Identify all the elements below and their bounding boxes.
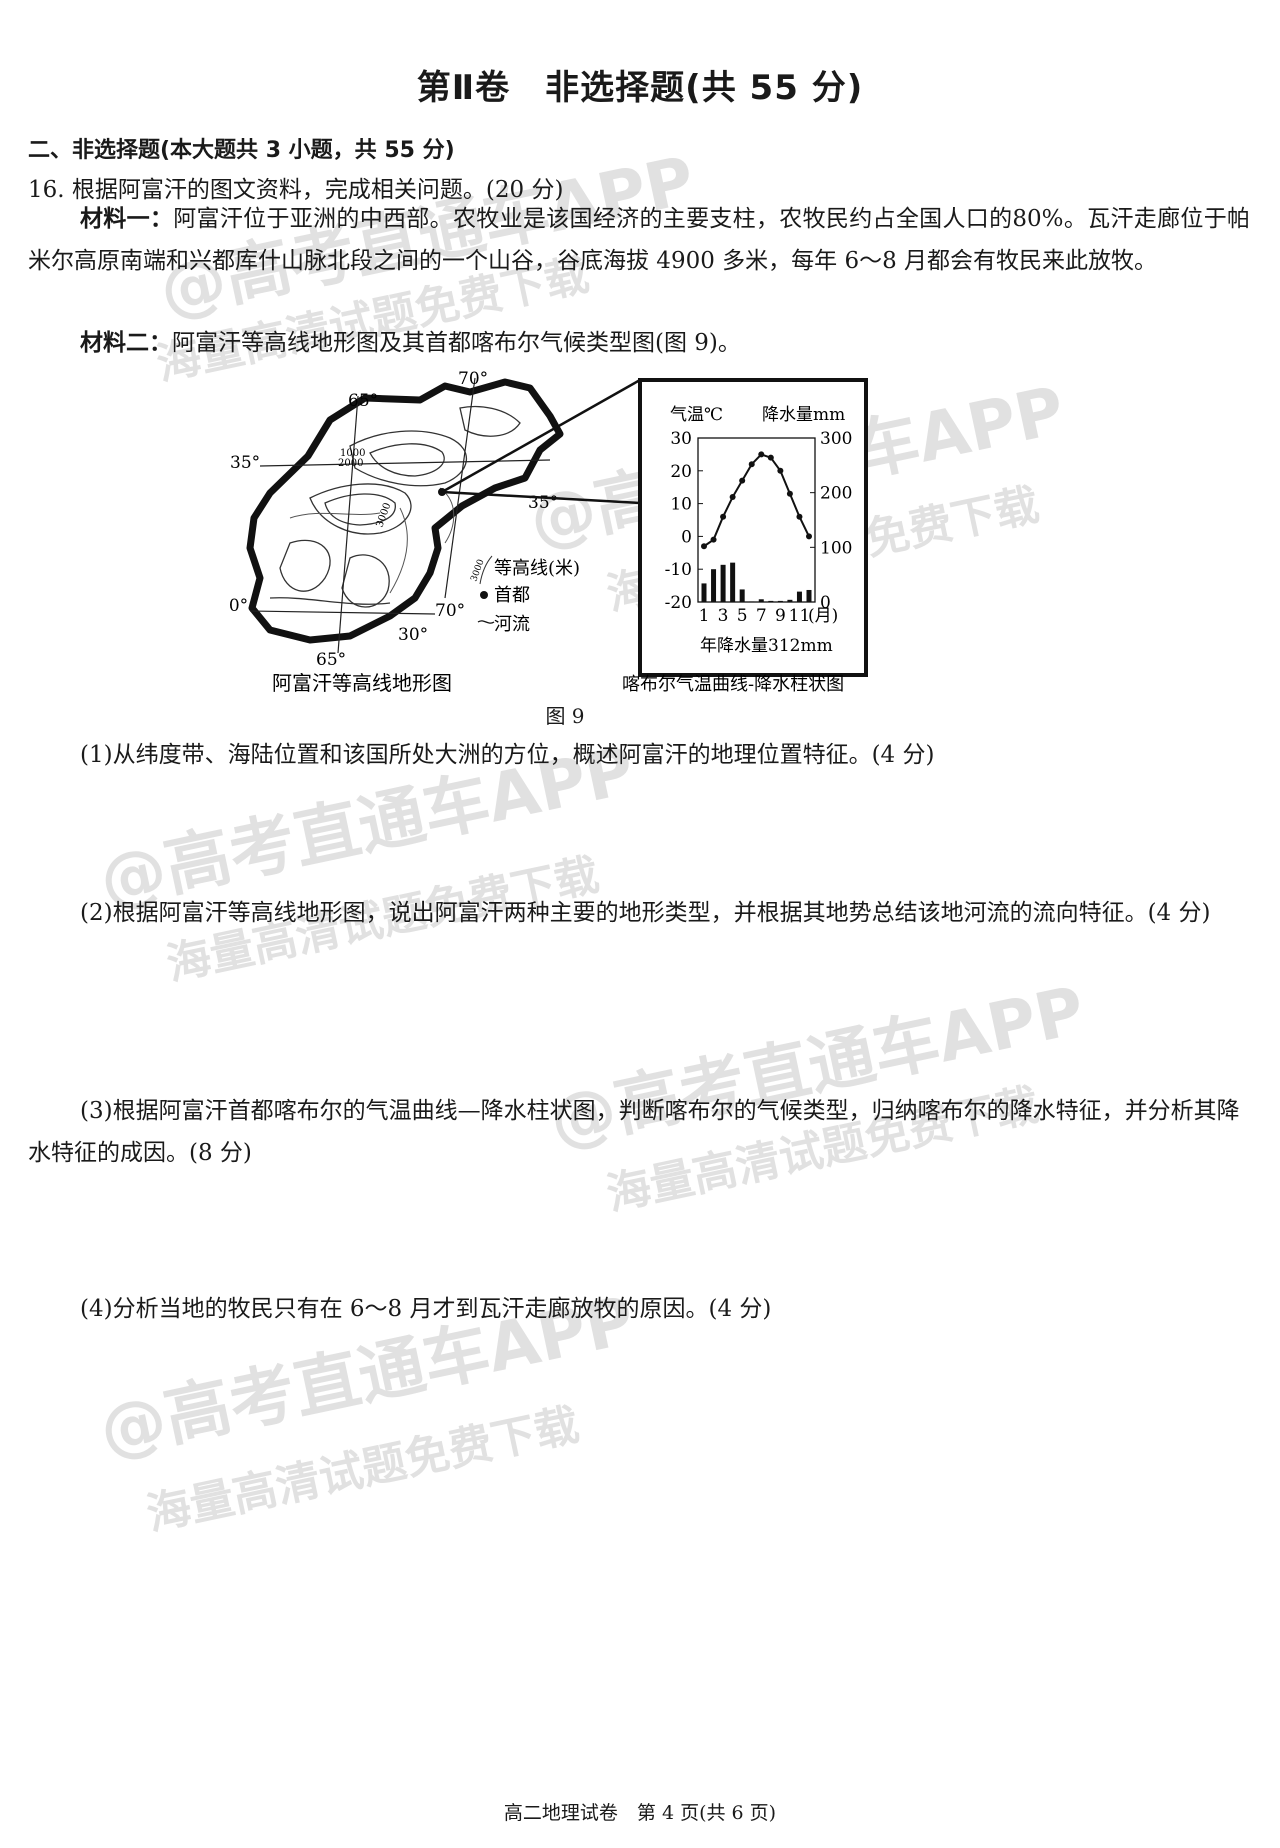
- material-1: 材料一：阿富汗位于亚洲的中西部。农牧业是该国经济的主要支柱，农牧民约占全国人口的…: [28, 198, 1250, 282]
- temperature-point: [777, 467, 784, 474]
- month-tick-label: 3: [718, 606, 729, 626]
- legend-capital-dot: [480, 591, 488, 599]
- lon-label-70-bottom: 70°: [435, 601, 465, 621]
- question-4: (4)分析当地的牧民只有在 6～8 月才到瓦汗走廊放牧的原因。(4 分): [80, 1296, 772, 1322]
- precip-bar: [720, 564, 726, 602]
- precip-axis-label: 降水量mm: [762, 405, 845, 425]
- annual-precip-note: 年降水量312mm: [700, 636, 833, 656]
- legend-capital-label: 首都: [494, 585, 530, 606]
- temperature-point: [767, 454, 774, 461]
- month-tick-label: 7: [756, 606, 767, 626]
- question-2: (2)根据阿富汗等高线地形图，说出阿富汗两种主要的地形类型，并根据其地势总结该地…: [80, 900, 1211, 926]
- temperature-point: [796, 513, 803, 520]
- temperature-point: [710, 536, 717, 543]
- temperature-point: [701, 543, 707, 550]
- legend-contour-label: 等高线(米): [494, 558, 580, 579]
- watermark-subtext: 海量高清试题免费下载: [142, 1399, 584, 1541]
- temp-tick-label: -10: [665, 560, 692, 580]
- question-stem: 16. 根据阿富汗的图文资料，完成相关问题。(20 分): [28, 177, 564, 203]
- temperature-curve: [703, 453, 810, 548]
- precipitation-bars: [701, 562, 812, 602]
- temperature-point: [786, 490, 793, 497]
- contour-label: 1000: [340, 448, 365, 459]
- precip-bar: [777, 600, 783, 602]
- temp-tick-label: -20: [665, 593, 692, 613]
- precip-bar: [739, 589, 745, 602]
- temperature-point: [748, 461, 755, 468]
- material-1-text: 阿富汗位于亚洲的中西部。农牧业是该国经济的主要支柱，农牧民约占全国人口的80%。…: [28, 206, 1251, 274]
- contour-label: 2000: [338, 458, 363, 469]
- month-tick-label: 5: [737, 606, 748, 626]
- country-outline: [246, 378, 564, 644]
- temp-tick-label: 30: [670, 429, 692, 449]
- month-tick-label: 9: [775, 606, 786, 626]
- temperature-point: [739, 477, 746, 484]
- precip-bar: [796, 591, 802, 602]
- material-1-label: 材料一：: [80, 206, 174, 232]
- precip-tick-label: 300: [820, 429, 852, 449]
- chart-frame: [638, 378, 868, 677]
- lon-label-70-top: 70°: [458, 369, 488, 389]
- lon-label-65-bottom: 65°: [316, 650, 346, 670]
- temperature-point: [720, 513, 727, 520]
- month-unit-label: (月): [808, 606, 838, 626]
- legend-river-symbol: [477, 620, 495, 624]
- lat-label-35-left: 35°: [230, 453, 260, 473]
- chart-caption: 喀布尔气温曲线-降水柱状图: [622, 674, 844, 695]
- temp-tick-label: 20: [670, 462, 692, 482]
- figure-9: 1000 2000 3000 65° 70° 65° 70° 35° 35° 3…: [230, 369, 868, 695]
- contour-label: 3000: [374, 501, 393, 529]
- temp-tick-label: 10: [670, 495, 692, 515]
- figure-label: 图 9: [545, 704, 585, 728]
- lat-label-30-right: 30°: [398, 625, 428, 645]
- month-tick-label: 11: [789, 606, 811, 626]
- precip-tick-label: 100: [820, 538, 852, 558]
- precip-bar: [749, 601, 755, 602]
- precip-bar: [701, 583, 707, 602]
- precip-bar: [730, 562, 736, 602]
- temperature-points: [701, 451, 812, 550]
- temperature-point: [729, 494, 736, 501]
- material-2: 材料二：阿富汗等高线地形图及其首都喀布尔气候类型图(图 9)。: [28, 322, 1250, 364]
- afghanistan-contour-map: 1000 2000 3000 65° 70° 65° 70° 35° 35° 3…: [230, 369, 580, 695]
- question-1: (1)从纬度带、海陆位置和该国所处大洲的方位，概述阿富汗的地理位置特征。(4 分…: [80, 742, 935, 768]
- lon-label-65-top: 65°: [348, 391, 378, 411]
- temp-tick-label: 0: [681, 527, 692, 547]
- month-tick-label: 1: [699, 606, 710, 626]
- precip-bar: [787, 599, 793, 602]
- precip-tick-label: 200: [820, 484, 852, 504]
- temp-tick-labels: 30 20 10 0 -10 -20: [665, 429, 703, 613]
- precip-tick-labels: 300 200 100 0: [810, 429, 852, 613]
- section-heading: 二、非选择题(本大题共 3 小题，共 55 分): [28, 138, 455, 163]
- precip-bar: [711, 569, 717, 602]
- map-caption: 阿富汗等高线地形图: [272, 671, 452, 695]
- precip-bar: [768, 600, 774, 602]
- lat-label-30-left: 30°: [230, 596, 248, 616]
- precip-bar: [806, 589, 812, 602]
- question-3: (3)根据阿富汗首都喀布尔的气温曲线—降水柱状图，判断喀布尔的气候类型，归纳喀布…: [28, 1098, 1240, 1166]
- legend-contour-sample: 3000: [469, 558, 486, 583]
- material-2-label: 材料二：: [80, 330, 172, 356]
- material-2-text: 阿富汗等高线地形图及其首都喀布尔气候类型图(图 9)。: [172, 330, 741, 356]
- precip-bar: [758, 599, 764, 602]
- legend-river-label: 河流: [494, 614, 530, 635]
- temp-axis-label: 气温℃: [670, 405, 723, 425]
- part-title: 第Ⅱ卷 非选择题(共 55 分): [416, 68, 864, 108]
- plot-area: [697, 437, 816, 603]
- page-footer: 高二地理试卷 第 4 页(共 6 页): [503, 1802, 777, 1824]
- temperature-point: [806, 533, 812, 540]
- precip-tick-label: 0: [820, 593, 831, 613]
- temperature-point: [758, 451, 765, 458]
